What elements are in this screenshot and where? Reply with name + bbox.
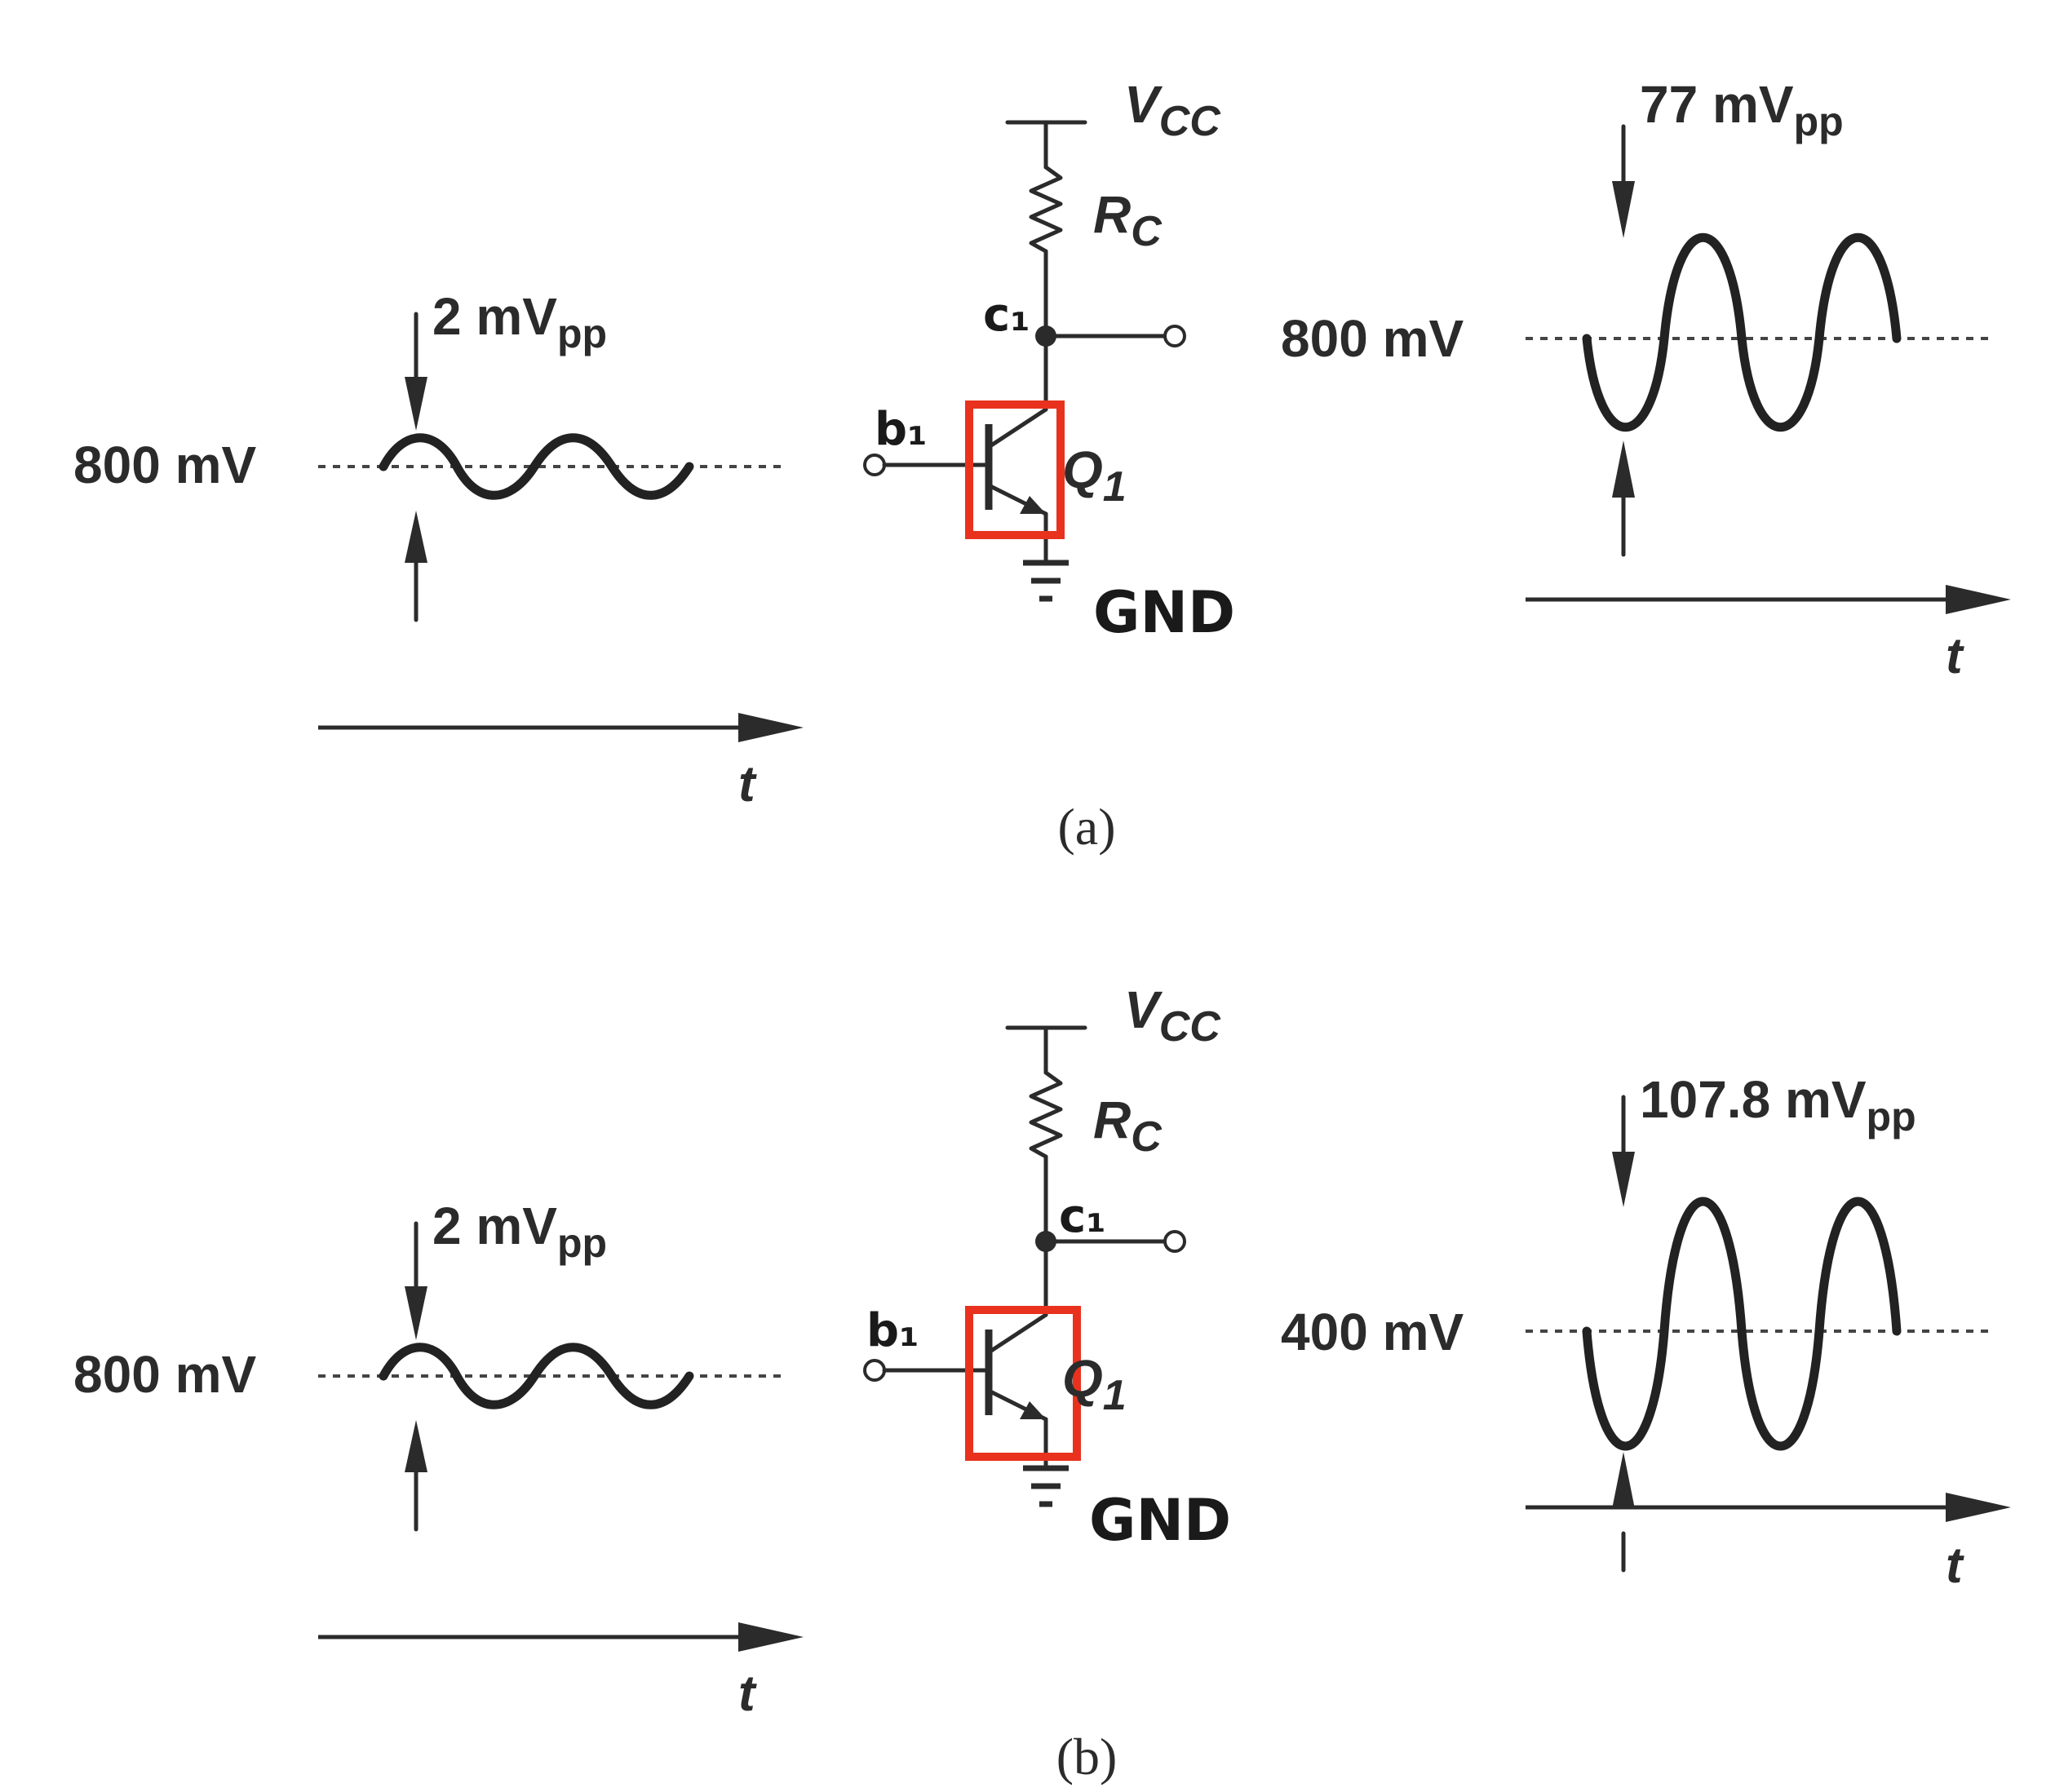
output-waveform-b — [1526, 1095, 2011, 1573]
ground-label-b: GND — [1089, 1487, 1231, 1554]
input-waveform-a — [318, 312, 804, 742]
output-amplitude-label-b: 107.8 mVpp — [1640, 1070, 1916, 1139]
output-time-label-a: t — [1946, 628, 1964, 684]
panel-a: 2 mVpp 800 mV t VCC RC c₁ b₁ Q1 GND 77 m… — [73, 75, 2011, 856]
output-time-label-b: t — [1946, 1538, 1964, 1594]
transistor-highlight-b — [965, 1306, 1081, 1461]
panel-b: 2 mVpp 800 mV t VCC RC c₁ b₁ Q1 GND 107.… — [73, 980, 2011, 1785]
input-time-label-a: t — [738, 756, 757, 812]
rc-label-a: RC — [1093, 185, 1163, 255]
collector-node-label-b: c₁ — [1059, 1190, 1106, 1243]
input-dc-label-a: 800 mV — [73, 436, 256, 494]
vcc-label-a: VCC — [1124, 75, 1221, 145]
rc-label-b: RC — [1093, 1091, 1163, 1161]
transistor-label-b: Q1 — [1062, 1349, 1127, 1419]
base-node-label-a: b₁ — [875, 403, 928, 456]
input-time-label-b: t — [738, 1666, 757, 1722]
output-waveform-a — [1526, 124, 2011, 614]
vcc-label-b: VCC — [1124, 980, 1221, 1051]
collector-node-label-a: c₁ — [983, 289, 1030, 342]
input-amplitude-label-b: 2 mVpp — [432, 1197, 607, 1266]
circuit-a — [865, 122, 1185, 599]
base-node-label-b: b₁ — [866, 1304, 919, 1357]
input-dc-label-b: 800 mV — [73, 1345, 256, 1404]
ground-label-a: GND — [1093, 579, 1235, 646]
output-dc-label-b: 400 mV — [1281, 1303, 1464, 1361]
transistor-highlight-a — [965, 400, 1065, 539]
input-amplitude-label-a: 2 mVpp — [432, 287, 607, 356]
caption-a: (a) — [1057, 798, 1115, 856]
output-amplitude-label-a: 77 mVpp — [1640, 75, 1844, 144]
circuit-b — [865, 1028, 1185, 1504]
output-dc-label-a: 800 mV — [1281, 309, 1464, 368]
input-waveform-b — [318, 1221, 804, 1652]
caption-b: (b) — [1056, 1728, 1118, 1785]
transistor-label-a: Q1 — [1062, 440, 1127, 511]
